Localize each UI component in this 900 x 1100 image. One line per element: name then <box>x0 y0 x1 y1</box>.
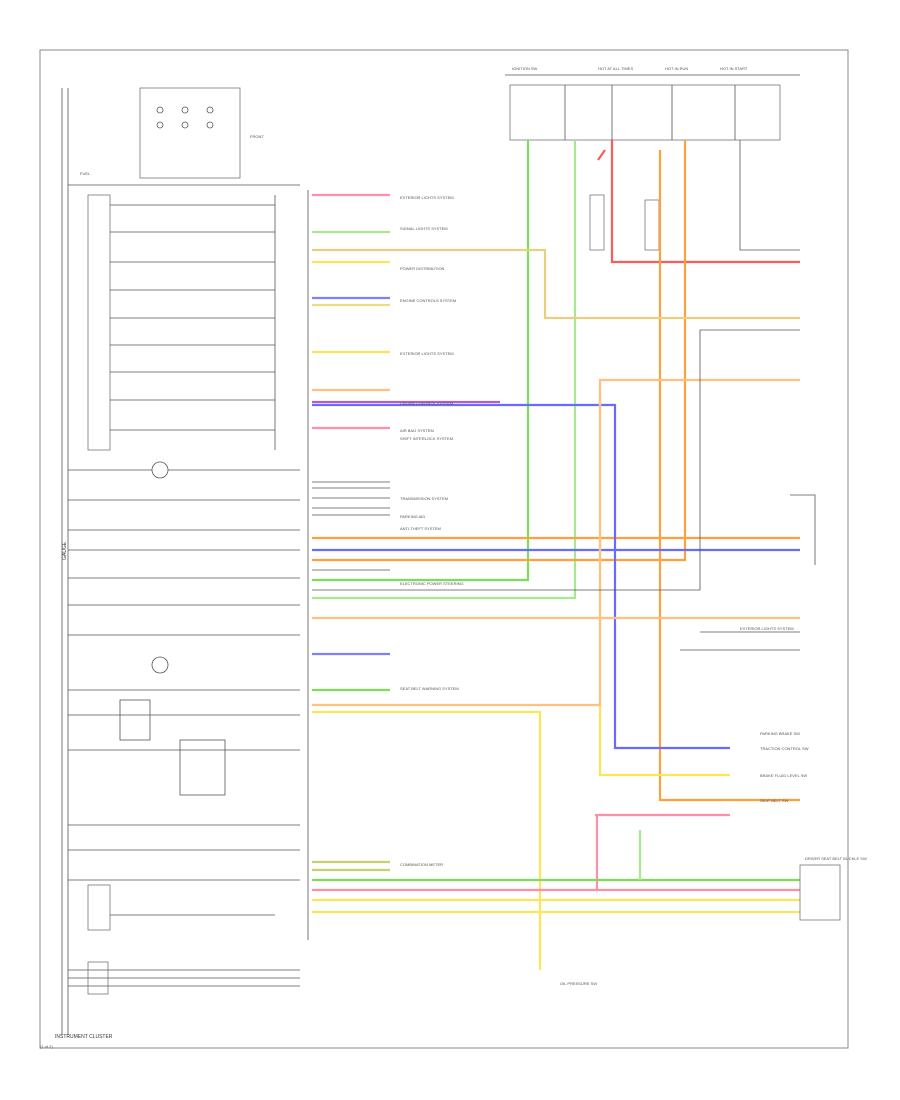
right-label-5: DRIVER SEAT BELT BUCKLE SW <box>805 856 867 861</box>
center-label-1: SIGNAL LIGHTS SYSTEM <box>400 226 448 231</box>
top-component-2: HOT IN RUN <box>665 66 688 71</box>
top-power-components: IGNITION SW HOT AT ALL TIMES HOT IN RUN … <box>505 66 800 251</box>
top-component-0: IGNITION SW <box>512 66 538 71</box>
left-cluster-block: GAUGE FRONT <box>61 87 300 1035</box>
right-label-1: TRACTION CONTROL SW <box>760 746 809 751</box>
top-component-1: HOT AT ALL TIMES <box>598 66 633 71</box>
right-connector <box>790 494 841 921</box>
right-label-3: SEAT BELT SW <box>760 798 789 803</box>
center-label-7: SHIFT INTERLOCK SYSTEM <box>400 436 453 441</box>
center-label-5: CRUISE CONTROL SYSTEM <box>400 401 453 406</box>
wires <box>312 140 800 970</box>
center-label-13: COMBINATION METER <box>400 862 443 867</box>
footer-subtitle: (1 of 2) <box>40 1044 53 1049</box>
center-label-2: POWER DISTRIBUTION <box>400 266 445 271</box>
center-label-4: EXTERIOR LIGHTS SYSTEM <box>400 351 454 356</box>
center-label-11: ELECTRONIC POWER STEERING <box>400 581 464 586</box>
right-label-2: BRAKE FLUID LEVEL SW <box>760 773 807 778</box>
wire-red <box>610 140 800 264</box>
right-label-4: OIL PRESSURE SW <box>560 981 597 986</box>
center-label-8: TRANSMISSION SYSTEM <box>400 496 448 501</box>
center-label-10: ANTI-THEFT SYSTEM <box>400 526 441 531</box>
center-label-6: AIR BAG SYSTEM <box>400 428 434 433</box>
right-label-0: PARKING BRAKE SW <box>760 731 800 736</box>
center-label-14: EXTERIOR LIGHTS SYSTEM <box>740 626 794 631</box>
gauge-vertical-label: GAUGE <box>62 541 68 560</box>
front-label: FRONT <box>250 134 264 139</box>
fuel-lamp-label: FUEL <box>80 171 91 176</box>
right-labels: PARKING BRAKE SW TRACTION CONTROL SW BRA… <box>560 731 867 986</box>
center-label-9: PARKING AID <box>400 514 425 519</box>
center-labels: EXTERIOR LIGHTS SYSTEM SIGNAL LIGHTS SYS… <box>400 195 794 867</box>
center-label-12: SEAT BELT WARNING SYSTEM <box>400 686 459 691</box>
center-label-3: ENGINE CONTROLS SYSTEM <box>400 298 456 303</box>
top-component-3: HOT IN START <box>720 66 748 71</box>
wire-orange <box>312 140 687 562</box>
diagram-frame <box>39 49 849 1049</box>
center-label-0: EXTERIOR LIGHTS SYSTEM <box>400 195 454 200</box>
wire-green <box>312 140 530 582</box>
footer-title: INSTRUMENT CLUSTER <box>55 1034 113 1040</box>
